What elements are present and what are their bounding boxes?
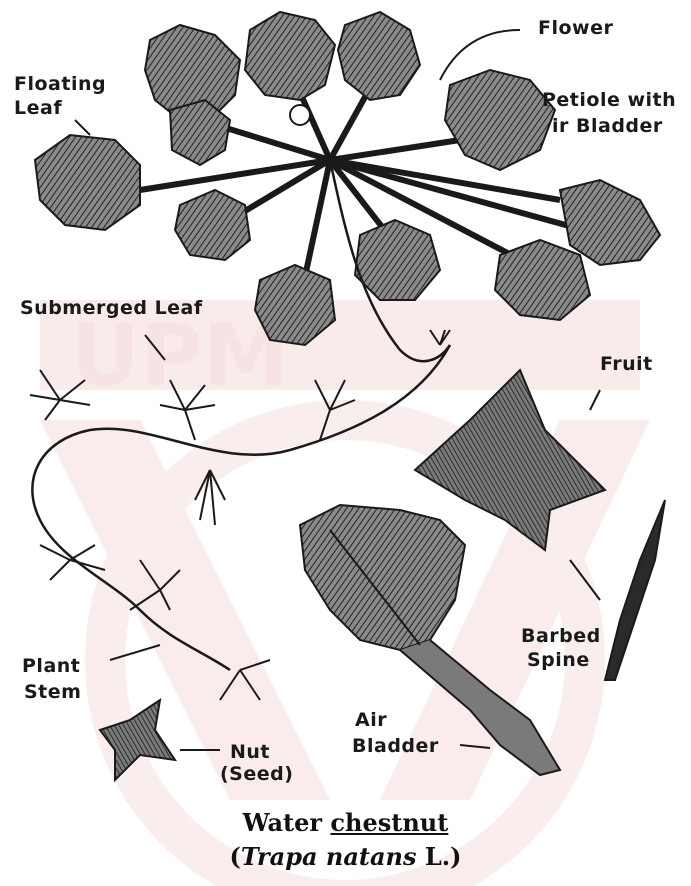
submerged-leaf-6: [130, 560, 180, 610]
caption-author: L.: [425, 842, 450, 871]
caption-common-name: Water chestnut: [0, 808, 691, 837]
label-flower: Flower: [538, 16, 613, 40]
submerged-leaf-3: [195, 470, 225, 525]
flower-bud: [290, 105, 310, 125]
pointer-submerged-leaf: [145, 335, 165, 360]
floating-leaf-bottom: [355, 220, 440, 300]
floating-leaf-left: [35, 135, 140, 230]
floating-leaf-bottom-left: [255, 265, 335, 345]
submerged-leaf-4: [315, 380, 355, 440]
floating-leaf-top: [245, 12, 335, 100]
label-fruit: Fruit: [600, 352, 653, 376]
label-floating-leaf-line2: Leaf: [14, 96, 62, 120]
pointer-barbed-spine: [570, 560, 600, 600]
floating-leaf-lower-right: [495, 240, 590, 320]
floating-leaf-lower-left: [175, 190, 250, 260]
caption-word-water: Water: [243, 808, 322, 837]
label-air-bladder-line2: Bladder: [352, 734, 439, 758]
submerged-leaf-1: [30, 370, 90, 420]
caption-genus: Trapa: [241, 842, 318, 871]
label-air-bladder-line1: Air: [355, 708, 387, 732]
pointer-fruit: [590, 390, 600, 410]
barbed-spine: [605, 500, 665, 680]
floating-leaf-top-right: [338, 12, 420, 100]
label-barbed-spine-line1: Barbed: [521, 624, 601, 648]
label-plant-stem-line2: Stem: [24, 680, 81, 704]
submerged-leaf-2: [160, 380, 215, 440]
caption-scientific-name: (Trapa natans L.): [0, 842, 691, 871]
label-floating-leaf-line1: Floating: [14, 72, 106, 96]
pointer-floating-leaf: [75, 120, 90, 135]
label-petiole-line2: ir Bladder: [552, 114, 663, 138]
label-plant-stem-line1: Plant: [22, 654, 80, 678]
label-barbed-spine-line2: Spine: [527, 648, 590, 672]
label-nut-line1: Nut: [230, 740, 270, 764]
caption-species: natans: [326, 842, 417, 871]
floating-leaf-right-top: [445, 70, 555, 170]
submerged-leaf-7: [220, 660, 270, 700]
pointer-air-bladder: [460, 745, 490, 748]
pointer-flower: [440, 30, 520, 80]
label-submerged-leaf: Submerged Leaf: [20, 296, 203, 320]
label-nut-line2: (Seed): [220, 762, 293, 786]
pointer-plant-stem: [110, 645, 160, 660]
nut: [100, 700, 175, 780]
label-petiole-line1: Petiole with: [542, 88, 676, 112]
caption-word-chestnut: chestnut: [330, 808, 448, 837]
